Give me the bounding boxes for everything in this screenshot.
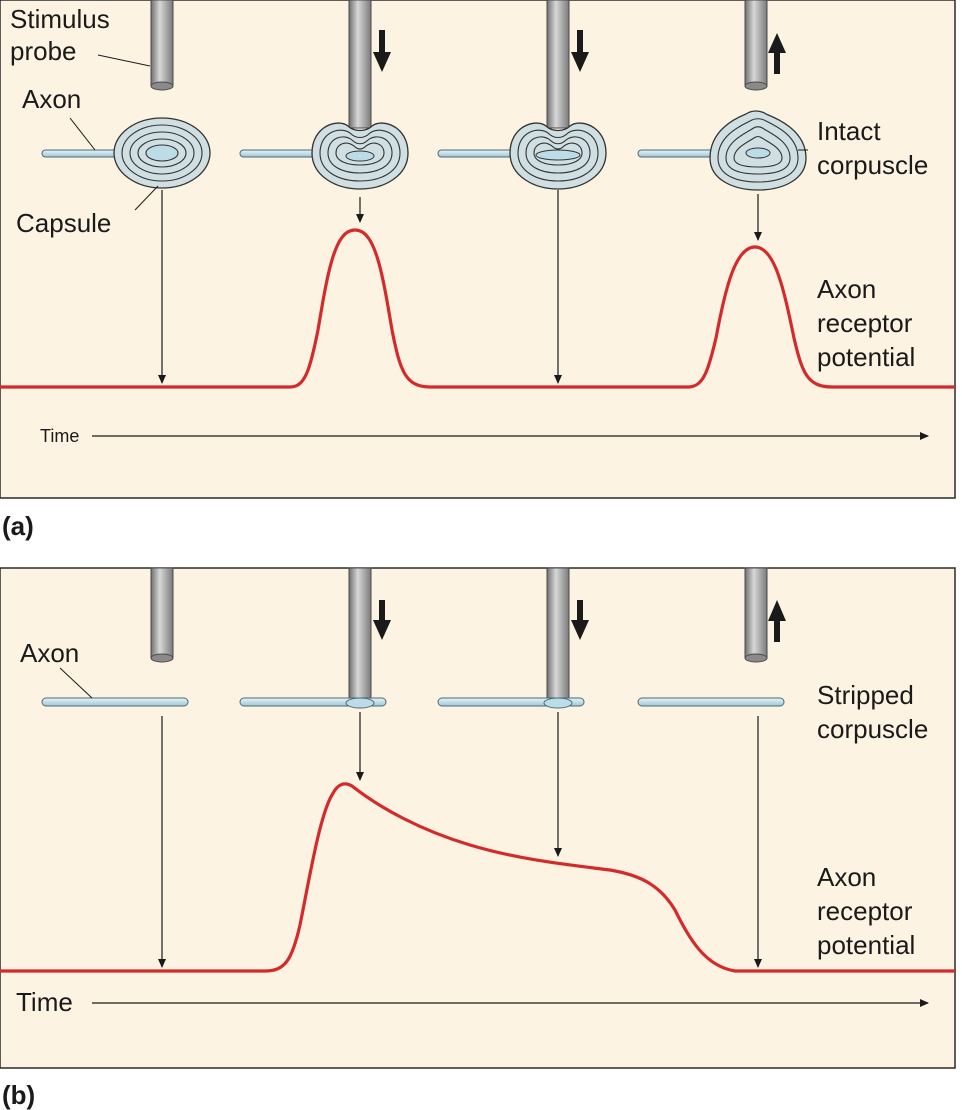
up-arrow-icon [768, 33, 786, 74]
time-label: Time [16, 987, 73, 1017]
capsule-label: Capsule [16, 208, 111, 238]
panel-a-background [0, 0, 956, 499]
stimulus-probe-3 [546, 0, 570, 129]
stripped-axon-2 [239, 697, 387, 709]
receptor-potential-trace-a [0, 228, 955, 389]
leader-line [69, 117, 96, 151]
panel-a-letter: (a) [2, 511, 34, 541]
panel-b-background [0, 567, 956, 1069]
receptor-potential-label: potential [817, 342, 915, 372]
leader-line [134, 185, 159, 211]
leader-line [97, 54, 151, 67]
time-label: Time [40, 426, 79, 446]
down-arrow-icon [373, 600, 391, 640]
receptor-potential-label: receptor [817, 308, 913, 338]
leader-line [59, 667, 93, 699]
stimulus-probe-label: Stimulus [10, 4, 110, 34]
stripped-corpuscle-label: Stripped [817, 680, 914, 710]
stripped-axon-1 [41, 697, 189, 707]
stripped-axon-4 [637, 697, 785, 707]
receptor-potential-label: receptor [817, 896, 913, 926]
stimulus-probe-1 [150, 0, 174, 91]
intact-corpuscle-2 [239, 122, 409, 190]
axon-label: Axon [20, 638, 79, 668]
stimulus-probe-4 [744, 567, 768, 663]
intact-corpuscle-label: Intact [817, 116, 881, 146]
stimulus-probe-1 [150, 567, 174, 663]
stimulus-probe-label: probe [10, 36, 77, 66]
stripped-corpuscle-label: corpuscle [817, 714, 928, 744]
panel-b-letter: (b) [2, 1080, 35, 1110]
stimulus-probe-2 [348, 567, 372, 701]
axon-label: Axon [22, 84, 81, 114]
intact-corpuscle-label: corpuscle [817, 150, 928, 180]
intact-corpuscle-1 [41, 117, 211, 189]
stimulus-probe-4 [744, 0, 768, 91]
stripped-axon-3 [437, 697, 585, 709]
down-arrow-icon [571, 30, 589, 72]
intact-corpuscle-3 [437, 122, 607, 190]
stimulus-probe-3 [546, 567, 570, 701]
receptor-potential-label: potential [817, 930, 915, 960]
down-arrow-icon [571, 600, 589, 640]
receptor-potential-trace-b [0, 782, 955, 973]
receptor-potential-label: Axon [817, 862, 876, 892]
stimulus-probe-2 [348, 0, 372, 129]
receptor-potential-label: Axon [817, 274, 876, 304]
intact-corpuscle-4 [637, 110, 807, 191]
up-arrow-icon [768, 600, 786, 642]
down-arrow-icon [373, 30, 391, 72]
